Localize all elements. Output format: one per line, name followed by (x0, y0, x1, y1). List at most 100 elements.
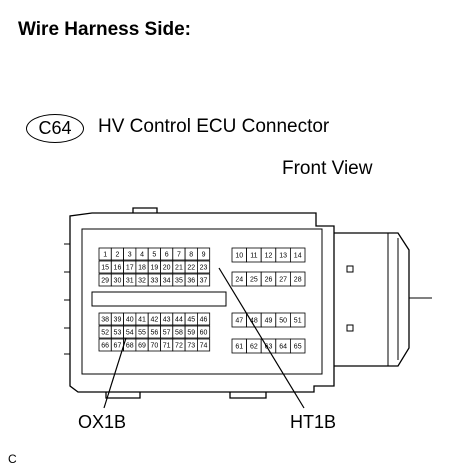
pin-64: 64 (275, 338, 291, 354)
connector-housing (64, 207, 432, 399)
pin-number: 29 (101, 278, 109, 285)
pin-49: 49 (260, 312, 277, 328)
pin-19: 19 (147, 260, 161, 274)
pin-number: 34 (163, 278, 171, 285)
pin-cell (289, 338, 306, 354)
pin-60: 60 (196, 325, 211, 339)
pin-number: 31 (126, 278, 134, 285)
pin-55: 55 (135, 325, 149, 339)
pin-number: 43 (163, 317, 171, 324)
pin-74: 74 (196, 338, 211, 352)
pin-21: 21 (172, 260, 186, 274)
pin-number: 49 (265, 318, 273, 325)
pin-number: 60 (200, 330, 208, 337)
pin-number: 63 (265, 344, 273, 351)
pin-34: 34 (160, 273, 174, 287)
pin-cell (289, 271, 306, 287)
pin-number: 10 (235, 253, 243, 260)
pin-4: 4 (135, 247, 149, 261)
pin-number: 27 (279, 277, 287, 284)
pin-number: 67 (114, 343, 122, 350)
pin-14: 14 (289, 247, 306, 263)
pin-26: 26 (260, 271, 277, 287)
pin-41: 41 (135, 312, 149, 326)
view-label: Front View (282, 158, 373, 179)
pin-71: 71 (160, 338, 174, 352)
pin-33: 33 (147, 273, 161, 287)
pin-36: 36 (184, 273, 198, 287)
pin-67: 67 (110, 338, 125, 352)
pin-number: 66 (101, 343, 109, 350)
pin-number: 9 (202, 252, 206, 259)
pin-42: 42 (147, 312, 161, 326)
pin-number: 42 (150, 317, 158, 324)
pin-46: 46 (196, 312, 211, 326)
pin-number: 56 (150, 330, 158, 337)
pin-cell (196, 260, 211, 274)
pin-number: 55 (138, 330, 146, 337)
pin-58: 58 (172, 325, 186, 339)
pin-number: 71 (163, 343, 171, 350)
pin-3: 3 (123, 247, 137, 261)
pin-number: 12 (265, 253, 273, 260)
leader-lines (103, 267, 305, 409)
pin-37: 37 (196, 273, 211, 287)
pin-61: 61 (231, 338, 248, 354)
connector-code-oval: C64 (26, 114, 84, 143)
pin-number: 2 (115, 252, 119, 259)
pin-number: 15 (101, 265, 109, 272)
pin-73: 73 (184, 338, 198, 352)
pin-66: 66 (98, 338, 112, 352)
pin-cell (196, 273, 211, 287)
pin-40: 40 (123, 312, 137, 326)
pin-22: 22 (184, 260, 198, 274)
pin-number: 41 (138, 317, 146, 324)
pin-31: 31 (123, 273, 137, 287)
pin-30: 30 (110, 273, 125, 287)
pin-number: 50 (279, 318, 287, 325)
pin-number: 19 (150, 265, 158, 272)
pin-20: 20 (160, 260, 174, 274)
pin-number: 24 (235, 277, 243, 284)
pin-59: 59 (184, 325, 198, 339)
pin-number: 53 (114, 330, 122, 337)
pin-35: 35 (172, 273, 186, 287)
pin-2: 2 (110, 247, 125, 261)
pin-number: 14 (294, 253, 302, 260)
pin-number: 73 (187, 343, 195, 350)
pin-cell (196, 312, 211, 326)
pin-32: 32 (135, 273, 149, 287)
pin-11: 11 (246, 247, 262, 263)
pin-number: 28 (294, 277, 302, 284)
pin-12: 12 (260, 247, 277, 263)
pin-57: 57 (160, 325, 174, 339)
pin-number: 6 (165, 252, 169, 259)
pin-number: 23 (200, 265, 208, 272)
pin-cell (289, 247, 306, 263)
pin-cell (196, 325, 211, 339)
pin-number: 52 (101, 330, 109, 337)
pin-number: 65 (294, 344, 302, 351)
pin-56: 56 (147, 325, 161, 339)
pin-number: 25 (250, 277, 258, 284)
pin-number: 61 (235, 344, 243, 351)
pin-number: 68 (126, 343, 134, 350)
pin-10: 10 (231, 247, 248, 263)
pin-number: 46 (200, 317, 208, 324)
pin-62: 62 (246, 338, 262, 354)
pin-cell (196, 338, 211, 352)
pin-number: 45 (187, 317, 195, 324)
callout-ox1b: OX1B (78, 412, 126, 432)
pin-50: 50 (275, 312, 291, 328)
pin-number: 40 (126, 317, 134, 324)
leader-line-ox1b (103, 337, 127, 409)
pin-number: 1 (103, 252, 107, 259)
pin-17: 17 (123, 260, 137, 274)
pin-45: 45 (184, 312, 198, 326)
pin-number: 58 (175, 330, 183, 337)
pin-25: 25 (246, 271, 262, 287)
pin-70: 70 (147, 338, 161, 352)
pin-number: 44 (175, 317, 183, 324)
pin-number: 17 (126, 265, 134, 272)
pin-number: 69 (138, 343, 146, 350)
